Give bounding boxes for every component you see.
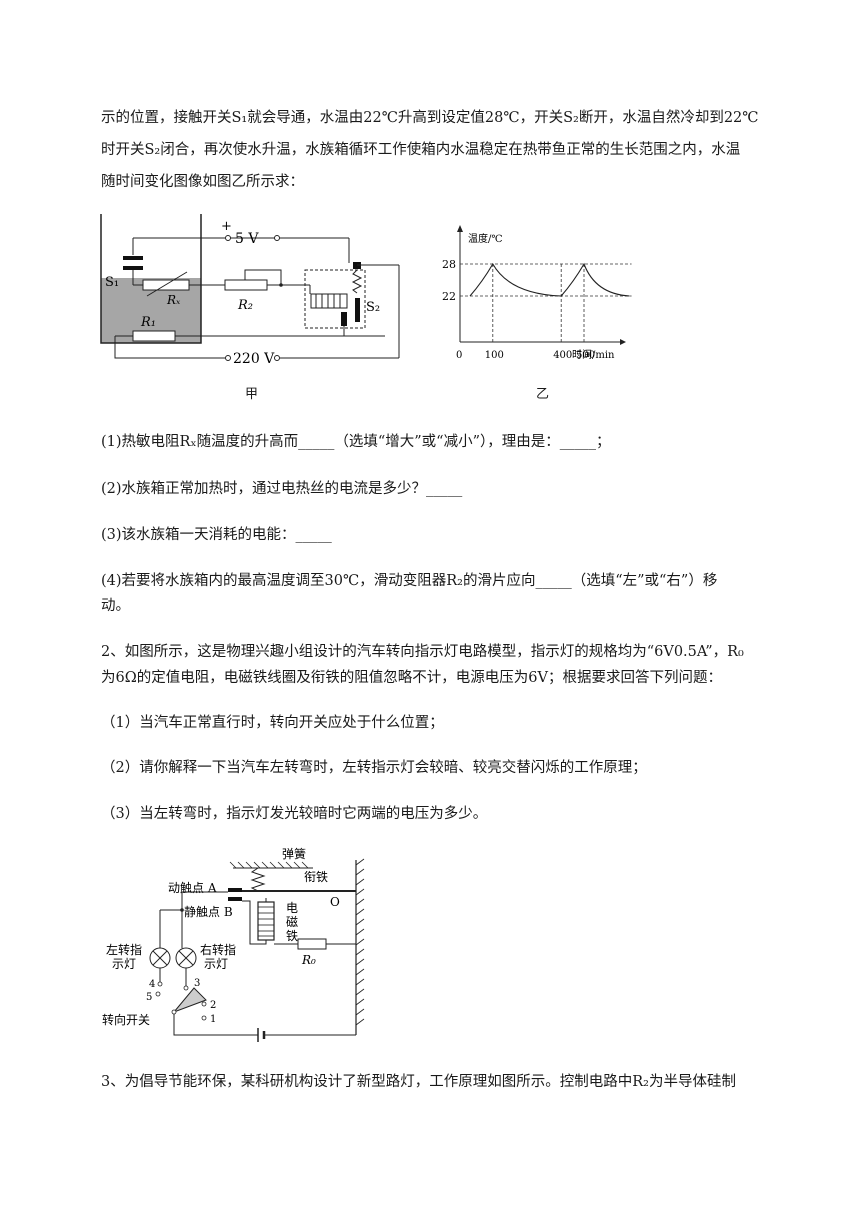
left-lamp-label-2: 示灯: [112, 957, 136, 971]
y-tick-22: 22: [442, 290, 456, 303]
contact-b-label: 静触点 B: [184, 905, 233, 919]
paragraph-1-line-1: 示的位置，接触开关S₁就会导通，水温由22℃升高到设定值28℃，开关S₂断开，水…: [101, 110, 759, 126]
turn-switch-label: 转向开关: [102, 1012, 150, 1027]
x-axis-label: 时间/min: [572, 348, 615, 361]
question-1-4-line-1: (4)若要将水族箱内的最高温度调至30℃，滑动变阻器R₂的滑片应向_____（选…: [101, 573, 718, 589]
figure-jia-caption: 甲: [245, 387, 259, 402]
y-axis-label: 温度/℃: [468, 232, 503, 245]
electromagnet-label-3: 铁: [286, 929, 298, 943]
voltage-5v-label: 5 V: [235, 231, 259, 247]
paragraph-1-line-2: 时开关S₂闭合，再次使水升温，水族箱循环工作使箱内水温稳定在热带鱼正常的生长范围…: [101, 142, 741, 158]
paragraph-2-line-1: 2、如图所示，这是物理兴趣小组设计的汽车转向指示灯电路模型，指示灯的规格均为“6…: [101, 644, 744, 660]
pivot-o-label: O: [330, 895, 340, 909]
contact-a-label: 动触点 A: [168, 881, 217, 895]
rx-label: Rₓ: [166, 293, 181, 307]
x-tick-0: 0: [456, 350, 462, 361]
temperature-curve: [469, 262, 630, 297]
plus-label: +: [221, 219, 232, 234]
figure-yi-caption: 乙: [536, 387, 550, 402]
terminal-1-label: 1: [210, 1014, 216, 1025]
terminal-2-label: 2: [210, 1000, 216, 1011]
question-2-3: （3）当左转弯时，指示灯发光较暗时它两端的电压为多少。: [101, 806, 488, 822]
r0-label: R₀: [301, 953, 316, 967]
question-1-3: (3)该水族箱一天消耗的电能：_____: [101, 527, 332, 543]
question-1-2: (2)水族箱正常加热时，通过电热丝的电流是多少？_____: [101, 481, 463, 497]
electromagnet-label-2: 磁: [286, 914, 298, 929]
right-lamp-label-2: 示灯: [204, 957, 228, 971]
x-tick-400: 400: [553, 350, 572, 361]
y-tick-28: 28: [442, 258, 456, 271]
paragraph-2-line-2: 为6Ω的定值电阻，电磁铁线圈及衔铁的阻值忽略不计，电源电压为6V；根据要求回答下…: [101, 670, 722, 686]
spring-label: 弹簧: [282, 846, 306, 861]
question-1-4-line-2: 动。: [101, 598, 130, 614]
question-2-2: （2）请你解释一下当汽车左转弯时，左转指示灯会较暗、较亮交替闪烁的工作原理；: [101, 760, 647, 776]
x-tick-100: 100: [485, 350, 504, 361]
r1-label: R₁: [140, 315, 156, 330]
terminal-4-label: 4: [149, 979, 155, 990]
terminal-3-label: 3: [194, 978, 200, 989]
paragraph-1-line-3: 随时间变化图像如图乙所示求：: [101, 174, 304, 190]
right-lamp-label-1: 右转指: [200, 942, 236, 957]
armature-label: 衔铁: [304, 870, 328, 884]
figure-jia-circuit: + 5 V 220 V S₁ Rₓ R₂ R₁ S₂: [100, 214, 400, 367]
s2-label: S₂: [366, 300, 380, 315]
x-tick-500: 500: [576, 350, 595, 361]
terminal-5-label: 5: [146, 992, 152, 1003]
question-1-1: (1)热敏电阻Rₓ随温度的升高而_____（选填“增大”或“减小”），理由是：_…: [101, 434, 611, 450]
left-lamp-label-1: 左转指: [106, 942, 142, 957]
question-2-1: （1）当汽车正常直行时，转向开关应处于什么位置；: [101, 715, 444, 731]
r2-label: R₂: [237, 298, 253, 313]
s1-label: S₁: [105, 275, 119, 290]
figure-yi-chart: 温度/℃ 时间/min 22 28 0 100 400 500: [442, 225, 632, 361]
electromagnet-label-1: 电: [286, 901, 298, 915]
voltage-220v-label: 220 V: [233, 351, 275, 367]
figure-turn-signal-circuit: 弹簧 衔铁 动触点 A 静触点 B O 电 磁 铁 R₀ 左转指 示灯 右转指 …: [102, 846, 365, 1042]
paragraph-3-line-1: 3、为倡导节能环保，某科研机构设计了新型路灯，工作原理如图所示。控制电路中R₂为…: [101, 1074, 736, 1090]
